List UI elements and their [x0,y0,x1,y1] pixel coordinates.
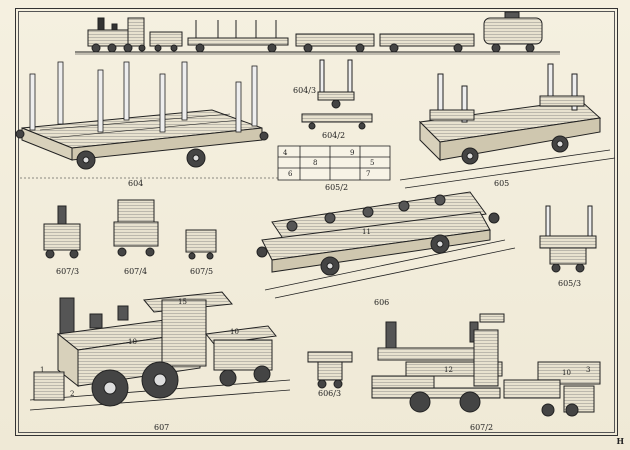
part-number: 10 [128,338,137,346]
part-number: 2 [70,390,75,398]
figure-label-607-2: 607/2 [470,423,494,432]
figure-606-illustration [256,191,516,299]
part-number: 12 [444,366,453,374]
figure-605-3-illustration [539,205,597,273]
part-number: 3 [586,366,591,374]
part-number: 10 [230,328,239,336]
part-number: 10 [562,369,571,377]
figure-606-3-illustration [307,351,353,389]
part-number: 1 [40,366,45,374]
part-number: 6 [288,170,293,178]
train-flat-wagon [187,20,289,53]
figure-label-604: 604 [128,179,144,188]
part-number: 15 [178,298,187,306]
figure-label-605: 605 [494,179,510,188]
figure-607-3-illustration [43,205,81,259]
figure-label-607: 607 [154,423,170,432]
page-letter: H [616,436,624,446]
part-number: 8 [313,159,318,167]
figure-label-604-3: 604/3 [293,86,317,95]
top-train-illustration [75,11,560,55]
page-border-outer [15,8,618,436]
train-locomotive [87,17,183,53]
part-number: 7 [366,170,371,178]
page-border-inner [18,11,615,433]
figure-label-606-3: 606/3 [318,389,342,398]
figure-604-illustration [15,61,280,179]
figure-label-607-5: 607/5 [190,267,214,276]
train-low-wagon [379,33,475,53]
part-number: 9 [350,149,355,157]
figure-label-607-3: 607/3 [56,267,80,276]
figure-label-605-2: 605/2 [325,183,349,192]
figure-604-2-illustration [301,113,373,130]
figure-605-illustration [399,63,616,189]
figure-607-4-illustration [113,199,159,257]
part-number: 11 [362,228,371,236]
part-number: 5 [370,159,375,167]
figure-607-5-illustration [185,229,217,260]
figure-604-3-illustration [317,59,355,109]
figure-605-2-illustration [277,145,391,181]
part-number: 4 [283,149,288,157]
train-box-wagon [295,33,375,53]
figure-607-illustration [29,291,291,411]
figure-label-605-3: 605/3 [558,279,582,288]
figure-607-2-illustration [371,313,601,417]
figure-label-607-4: 607/4 [124,267,148,276]
train-tank-wagon [483,11,543,53]
figure-label-606: 606 [374,298,390,307]
figure-label-604-2: 604/2 [322,131,346,140]
